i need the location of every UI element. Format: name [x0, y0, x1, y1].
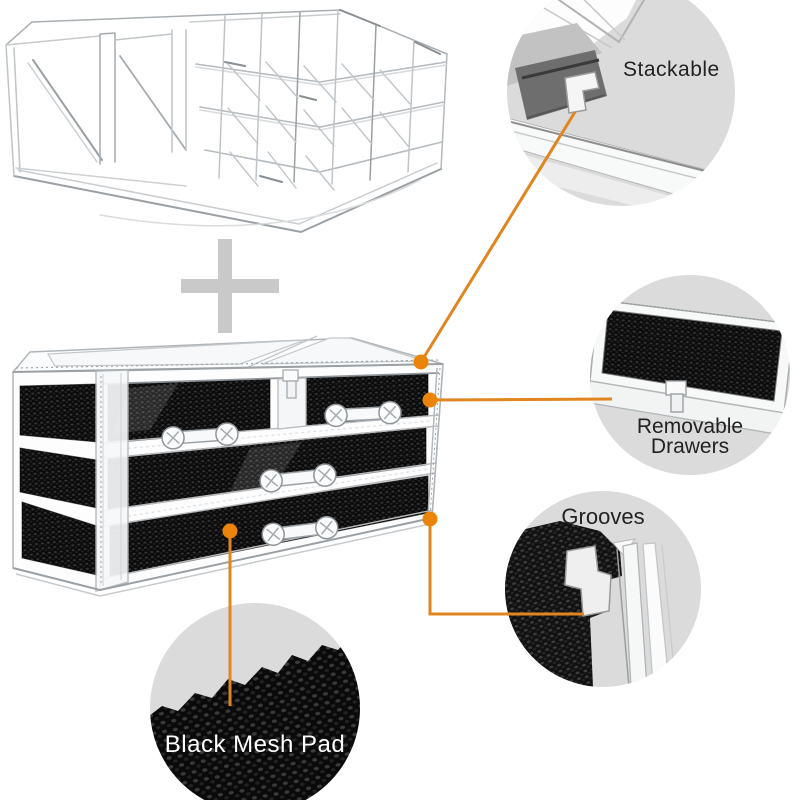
stackable-detail-photo	[507, 0, 723, 206]
black-mesh-pad-photo	[150, 634, 360, 800]
grooves-label: Grooves	[561, 504, 645, 529]
mesh-pad	[150, 634, 360, 800]
drawer-chest-illustration	[11, 335, 444, 597]
stackable-label: Stackable	[623, 58, 720, 81]
side-mesh-panels	[19, 383, 98, 576]
callout-removable-drawers: Removable Drawers	[590, 275, 790, 475]
callout-black-mesh-pad: Black Mesh Pad	[150, 603, 360, 800]
removable-drawer-photo	[590, 299, 790, 436]
top-tray-organizer-illustration	[5, 9, 448, 234]
callout-grooves: Grooves	[505, 491, 701, 687]
black-mesh-pad-label: Black Mesh Pad	[164, 731, 346, 758]
removable-drawers-label: Removable Drawers	[636, 415, 744, 458]
drawer-latch	[665, 380, 687, 413]
drawer-divider	[277, 369, 307, 430]
callout-stackable: Stackable	[507, 0, 735, 206]
